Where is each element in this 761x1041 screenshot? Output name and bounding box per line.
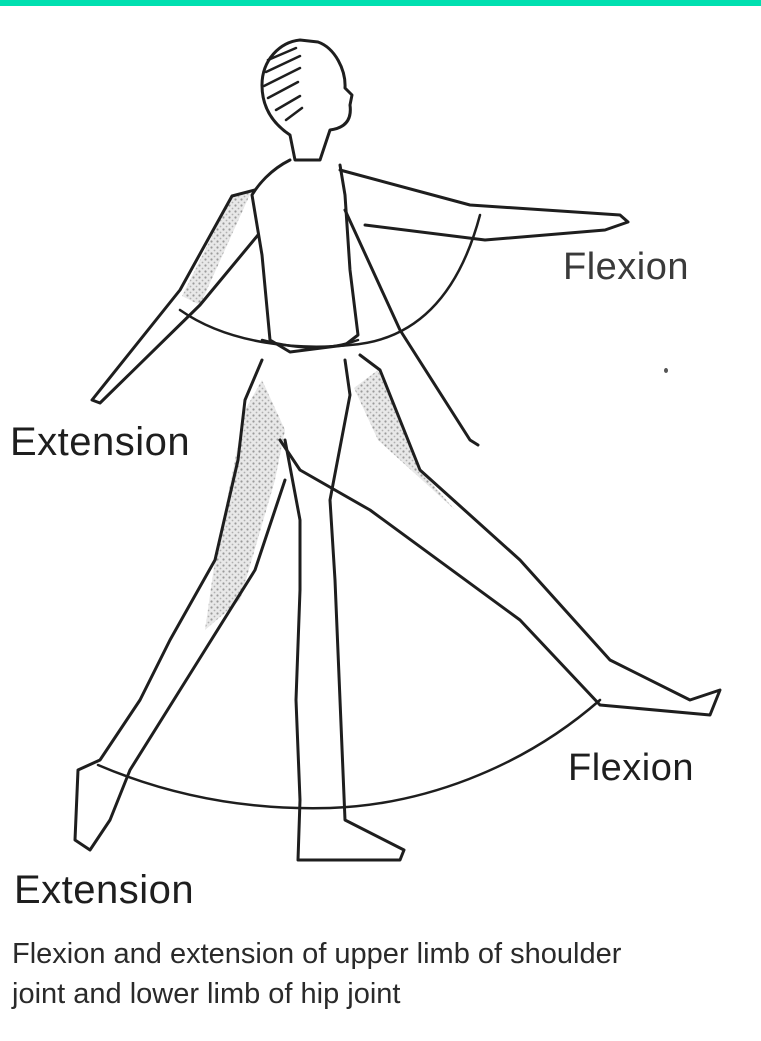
torso-outline	[252, 160, 358, 352]
label-flexion-lower-limb: Flexion	[568, 747, 694, 790]
lower-limb-arc	[98, 700, 600, 808]
stray-mark	[664, 368, 668, 373]
label-extension-upper-limb: Extension	[10, 420, 190, 465]
label-flexion-upper-limb: Flexion	[563, 246, 689, 289]
upper-limb-extended-shade	[182, 190, 252, 305]
hair-detail	[264, 48, 302, 120]
figure-caption: Flexion and extension of upper limb of s…	[12, 934, 752, 1014]
label-extension-lower-limb: Extension	[14, 868, 194, 913]
caption-line-2: joint and lower limb of hip joint	[12, 974, 752, 1014]
upper-limb-flexed	[340, 170, 628, 240]
caption-line-1: Flexion and extension of upper limb of s…	[12, 934, 752, 974]
lower-limb-extended-shade	[205, 380, 285, 630]
